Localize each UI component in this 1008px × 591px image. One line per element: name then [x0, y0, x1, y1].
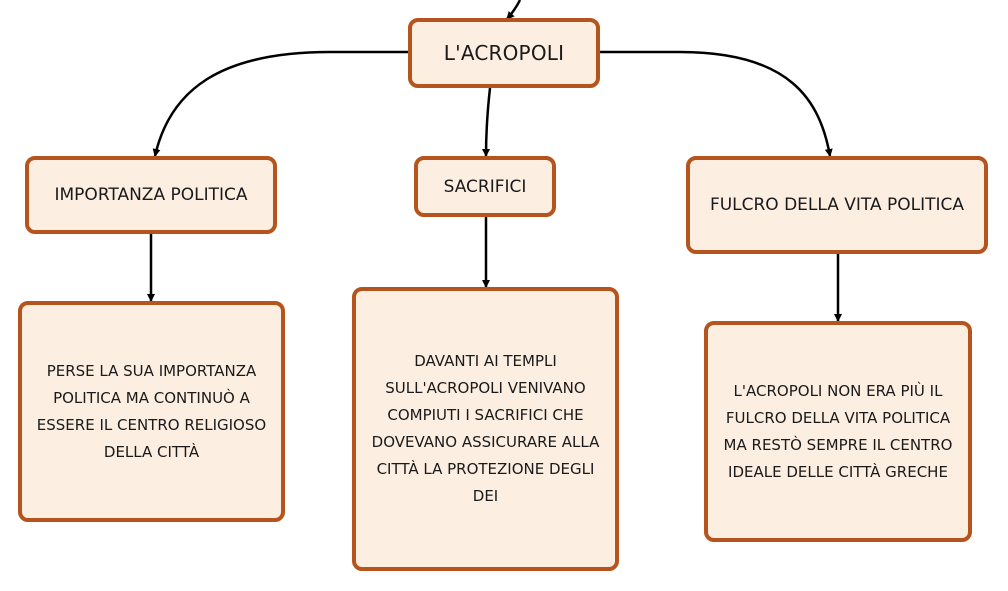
detail-fulcro-text: L'ACROPOLI NON ERA PIÙ IL FULCRO DELLA V… [723, 381, 953, 481]
node-fulcro-della-vita-politica[interactable]: FULCRO DELLA VITA POLITICA [686, 156, 988, 254]
connector-root-to-fulcro [600, 50, 833, 157]
node-sacrifici[interactable]: SACRIFICI [414, 156, 556, 217]
detail-sacrifici-text: DAVANTI AI TEMPLI SULL'ACROPOLI VENIVANO… [371, 352, 600, 505]
detail-node-importanza-politica[interactable]: PERSE LA SUA IMPORTANZA POLITICA MA CONT… [18, 301, 285, 522]
incoming-connector [506, 0, 522, 20]
connector-root-to-importanza-politica [152, 50, 408, 157]
node-importanza-politica[interactable]: IMPORTANZA POLITICA [25, 156, 277, 234]
node-sacrifici-label: SACRIFICI [443, 176, 527, 197]
detail-importanza-politica-text: PERSE LA SUA IMPORTANZA POLITICA MA CONT… [36, 361, 267, 461]
connector-root-to-sacrifici [482, 87, 492, 157]
node-importanza-politica-label: IMPORTANZA POLITICA [54, 185, 248, 205]
root-node-label: L'ACROPOLI [443, 41, 565, 65]
detail-node-sacrifici[interactable]: DAVANTI AI TEMPLI SULL'ACROPOLI VENIVANO… [352, 287, 619, 571]
node-fulcro-label: FULCRO DELLA VITA POLITICA [709, 195, 965, 215]
root-node-acropoli[interactable]: L'ACROPOLI [408, 18, 600, 88]
detail-node-fulcro[interactable]: L'ACROPOLI NON ERA PIÙ IL FULCRO DELLA V… [704, 321, 972, 542]
